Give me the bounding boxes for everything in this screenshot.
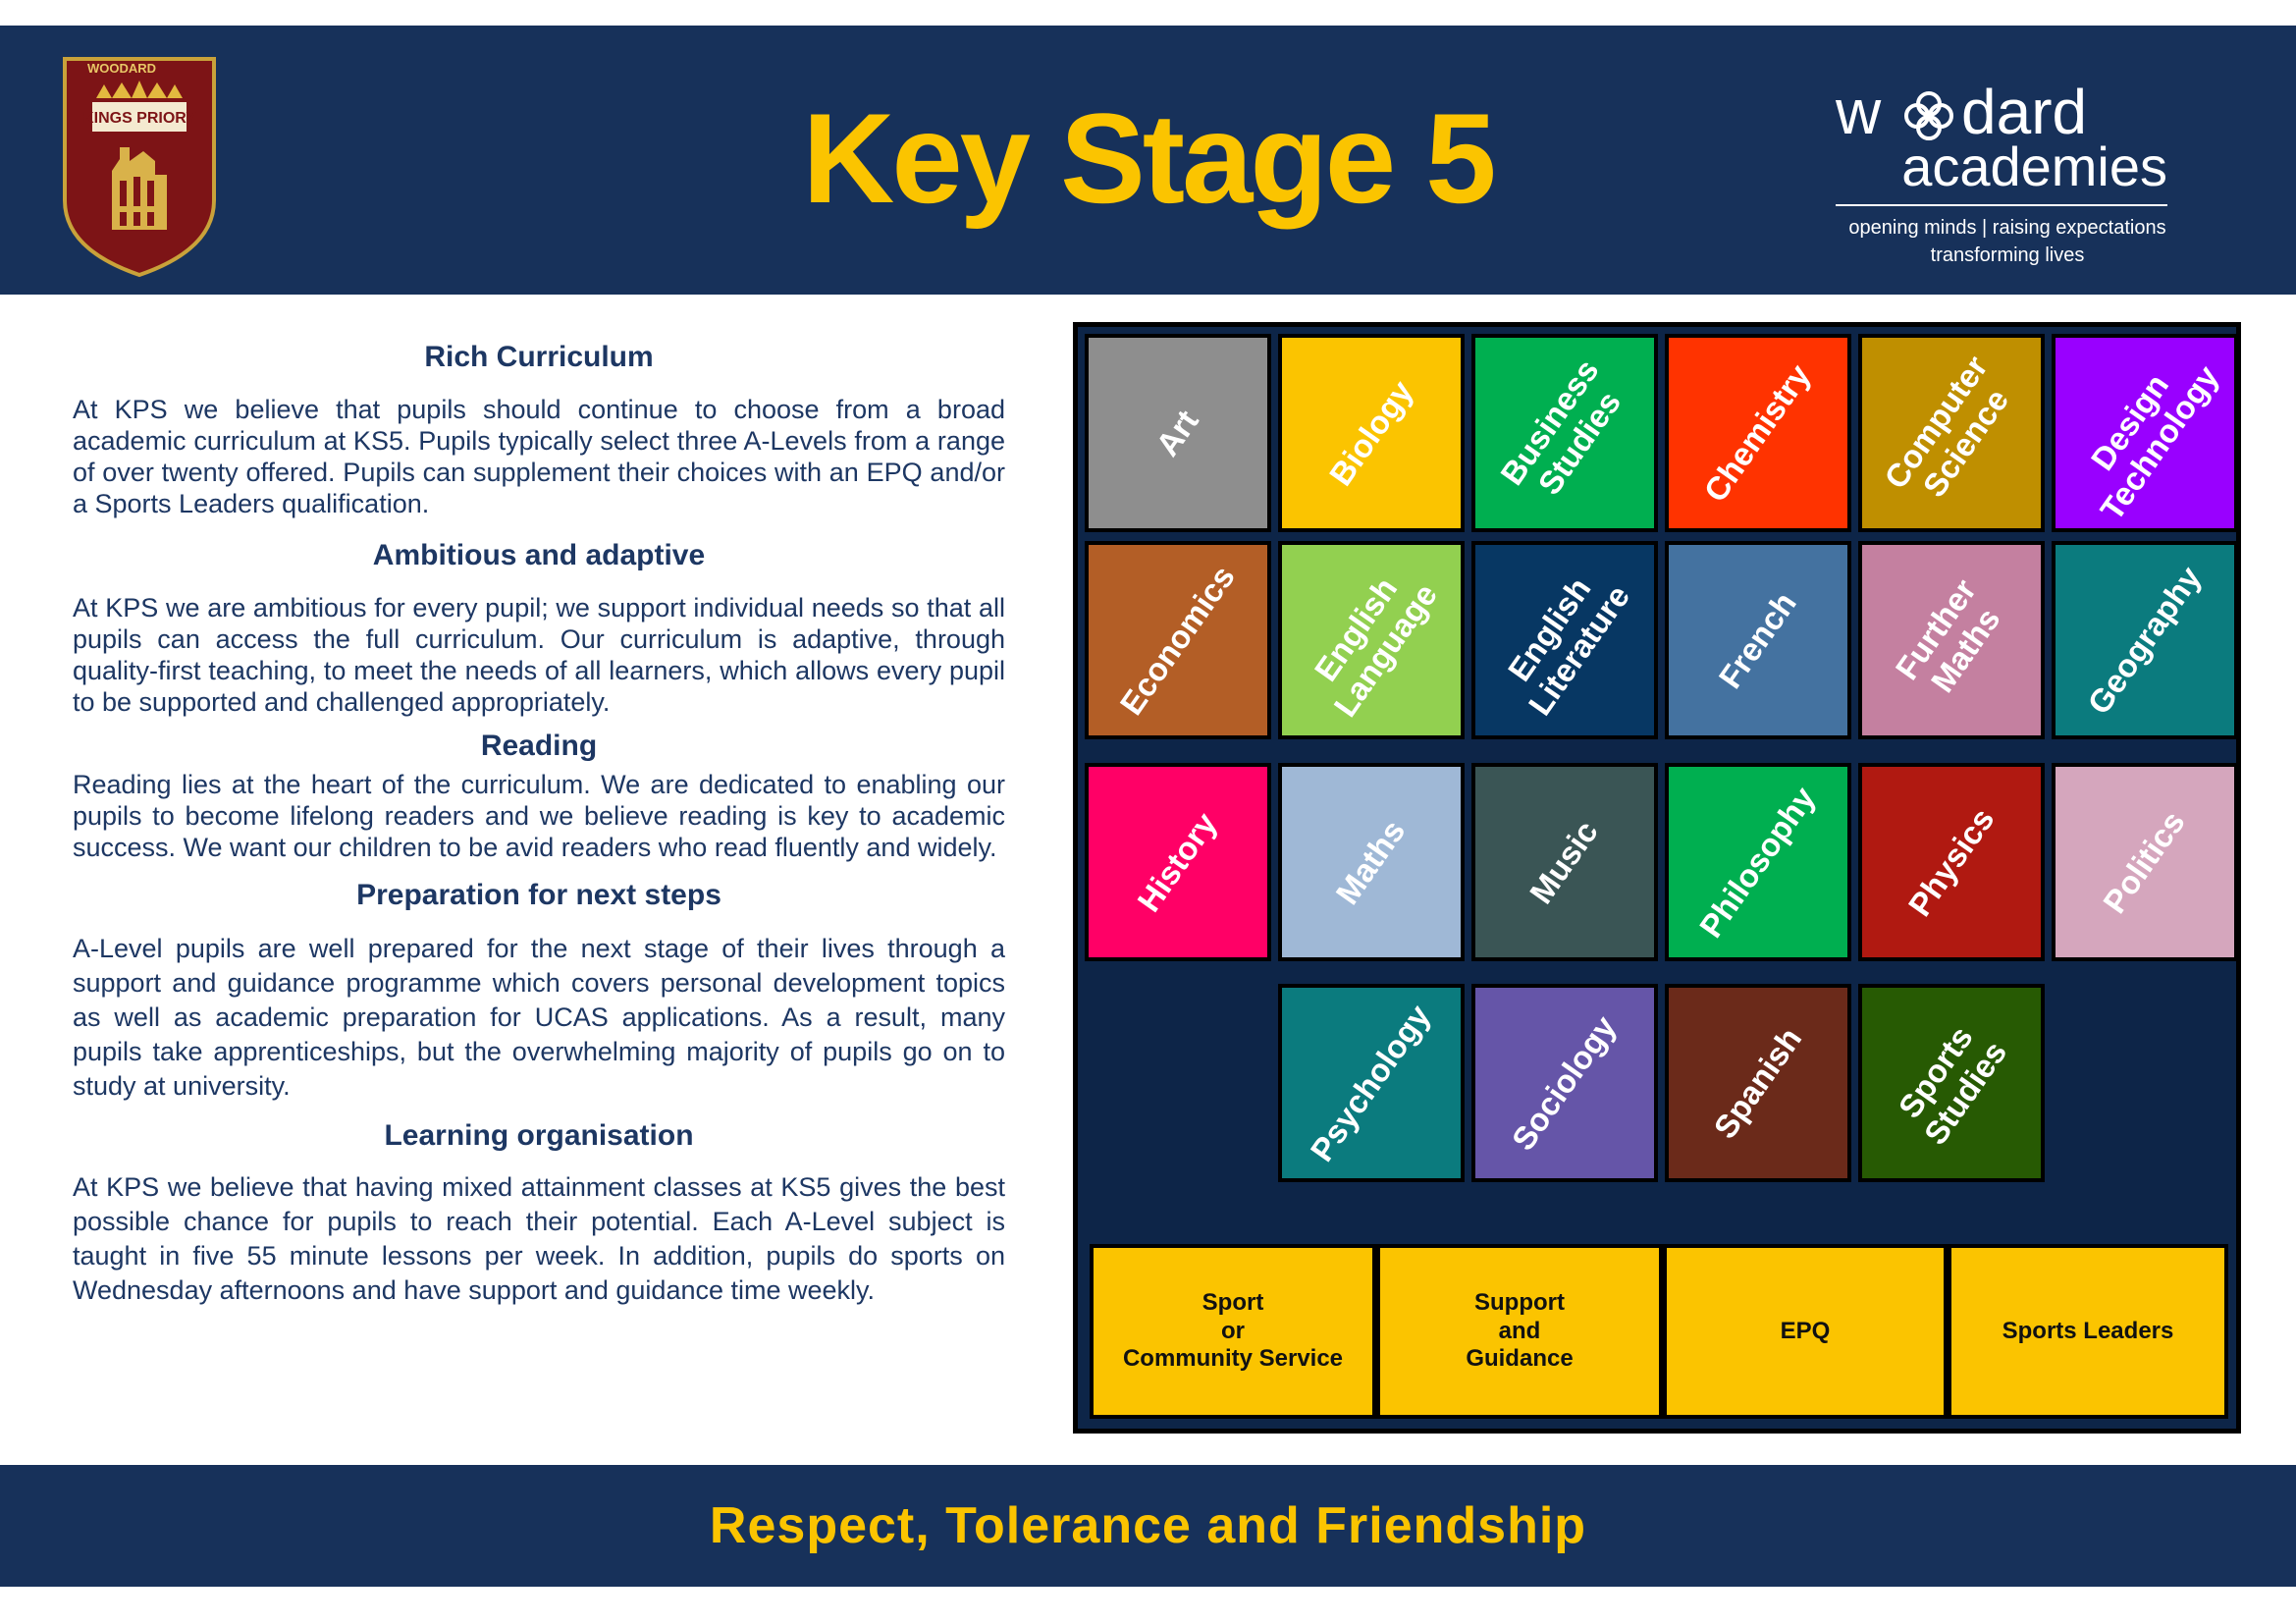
school-motto: Respect, Tolerance and Friendship	[709, 1497, 1587, 1554]
section-heading-reading: Reading	[480, 730, 598, 762]
subject-tile-economics: Economics	[1085, 541, 1271, 739]
subject-label: Physics	[1900, 800, 2002, 923]
section-body-learning-organisation: At KPS we believe that having mixed atta…	[73, 1172, 1005, 1305]
subject-label: Art	[1148, 403, 1206, 462]
subject-tile-french: French	[1665, 541, 1851, 739]
subject-label: Business Studies	[1492, 352, 1628, 502]
subject-tile-biology: Biology	[1278, 334, 1465, 532]
brand-name: w dard	[1826, 77, 2179, 147]
subject-label: Music	[1522, 813, 1606, 910]
brand-tagline-1: opening minds | raising expectations	[1848, 217, 2166, 239]
brand-name-part1: w	[1836, 77, 1882, 147]
brand-name-part2: dard	[1961, 77, 2088, 147]
subject-label: Psychology	[1303, 997, 1438, 1167]
subject-tile-psychology: Psychology	[1278, 984, 1465, 1182]
enrichment-label: Sports Leaders	[2002, 1317, 2174, 1344]
crest-school-name: KINGS PRIORY	[82, 110, 196, 127]
subject-label: Biology	[1321, 373, 1420, 492]
section-body-rich-curriculum: At KPS we believe that pupils should con…	[73, 395, 1005, 518]
enrichment-tile-support-guidance: Support and Guidance	[1376, 1244, 1663, 1419]
subject-label: Chemistry	[1696, 356, 1818, 509]
subject-tile-history: History	[1085, 763, 1271, 961]
footer-banner: Respect, Tolerance and Friendship	[0, 1465, 2296, 1587]
subject-tile-design-technology: Design Technology	[2052, 334, 2238, 532]
subject-label: Spanish	[1706, 1020, 1809, 1145]
subject-tile-maths: Maths	[1278, 763, 1465, 961]
section-body-ambitious-adaptive: At KPS we are ambitious for every pupil;…	[73, 593, 1005, 717]
brand-tagline-2: transforming lives	[1930, 244, 2085, 266]
subject-tile-computer-science: Computer Science	[1858, 334, 2045, 532]
section-heading-rich-curriculum: Rich Curriculum	[424, 341, 654, 373]
subject-tile-sports-studies: Sports Studies	[1858, 984, 2045, 1182]
enrichment-label: Support and Guidance	[1466, 1288, 1574, 1373]
brand-divider	[1836, 204, 2167, 206]
section-heading-ambitious-adaptive: Ambitious and adaptive	[372, 539, 706, 571]
subject-grid-panel: Art Biology Business Studies Chemistry C…	[1073, 322, 2241, 1434]
enrichment-label: Sport or Community Service	[1122, 1288, 1344, 1373]
subject-label: Sociology	[1504, 1008, 1624, 1157]
subject-label: Geography	[2080, 559, 2209, 721]
subject-label: Philosophy	[1692, 779, 1823, 944]
enrichment-label: EPQ	[1780, 1317, 1831, 1344]
subject-label: Further Maths	[1888, 571, 2007, 699]
subject-label: Computer Science	[1877, 349, 2016, 504]
subject-tile-english-literature: English Literature	[1471, 541, 1658, 739]
brand-subname: academies	[1901, 135, 2167, 197]
subject-label: Economics	[1112, 558, 1242, 722]
subject-label: Design Technology	[2083, 358, 2225, 527]
woodard-academies-logo: w dard academies opening minds | raising…	[1826, 77, 2179, 269]
subject-tile-politics: Politics	[2052, 763, 2238, 961]
subject-label: English Literature	[1500, 570, 1637, 722]
quatrefoil-icon	[1904, 91, 1953, 140]
crest-top-text: WOODARD	[87, 61, 156, 76]
school-crest-logo: WOODARD KINGS PRIORY	[63, 57, 216, 278]
header-banner: WOODARD KINGS PRIORY Key Stage 5 w dard	[0, 26, 2296, 295]
section-body-reading: Reading lies at the heart of the curricu…	[73, 770, 1005, 862]
section-body-next-steps: A-Level pupils are well prepared for the…	[73, 934, 1005, 1101]
subject-tile-spanish: Spanish	[1665, 984, 1851, 1182]
section-heading-learning-organisation: Learning organisation	[384, 1119, 694, 1152]
subject-label: Politics	[2096, 803, 2193, 920]
curriculum-text-column: Rich Curriculum At KPS we believe that p…	[73, 339, 1005, 1308]
subject-label: Maths	[1328, 812, 1413, 911]
subject-tile-english-language: English Language	[1278, 541, 1465, 739]
subject-tile-sociology: Sociology	[1471, 984, 1658, 1182]
subject-label: French	[1711, 584, 1803, 695]
page-title: Key Stage 5	[802, 86, 1496, 230]
subject-tile-further-maths: Further Maths	[1858, 541, 2045, 739]
subject-tile-chemistry: Chemistry	[1665, 334, 1851, 532]
subject-tile-music: Music	[1471, 763, 1658, 961]
subject-tile-geography: Geography	[2052, 541, 2238, 739]
subject-tile-art: Art	[1085, 334, 1271, 532]
enrichment-tile-sports-leaders: Sports Leaders	[1948, 1244, 2228, 1419]
section-heading-next-steps: Preparation for next steps	[356, 879, 721, 911]
enrichment-tile-sport-community: Sport or Community Service	[1090, 1244, 1376, 1419]
subject-label: History	[1130, 805, 1224, 918]
subject-label: Sports Studies	[1891, 1019, 2014, 1152]
subject-tile-business-studies: Business Studies	[1471, 334, 1658, 532]
subject-label: English Language	[1307, 570, 1445, 724]
subject-tile-philosophy: Philosophy	[1665, 763, 1851, 961]
enrichment-tile-epq: EPQ	[1663, 1244, 1948, 1419]
subject-tile-physics: Physics	[1858, 763, 2045, 961]
